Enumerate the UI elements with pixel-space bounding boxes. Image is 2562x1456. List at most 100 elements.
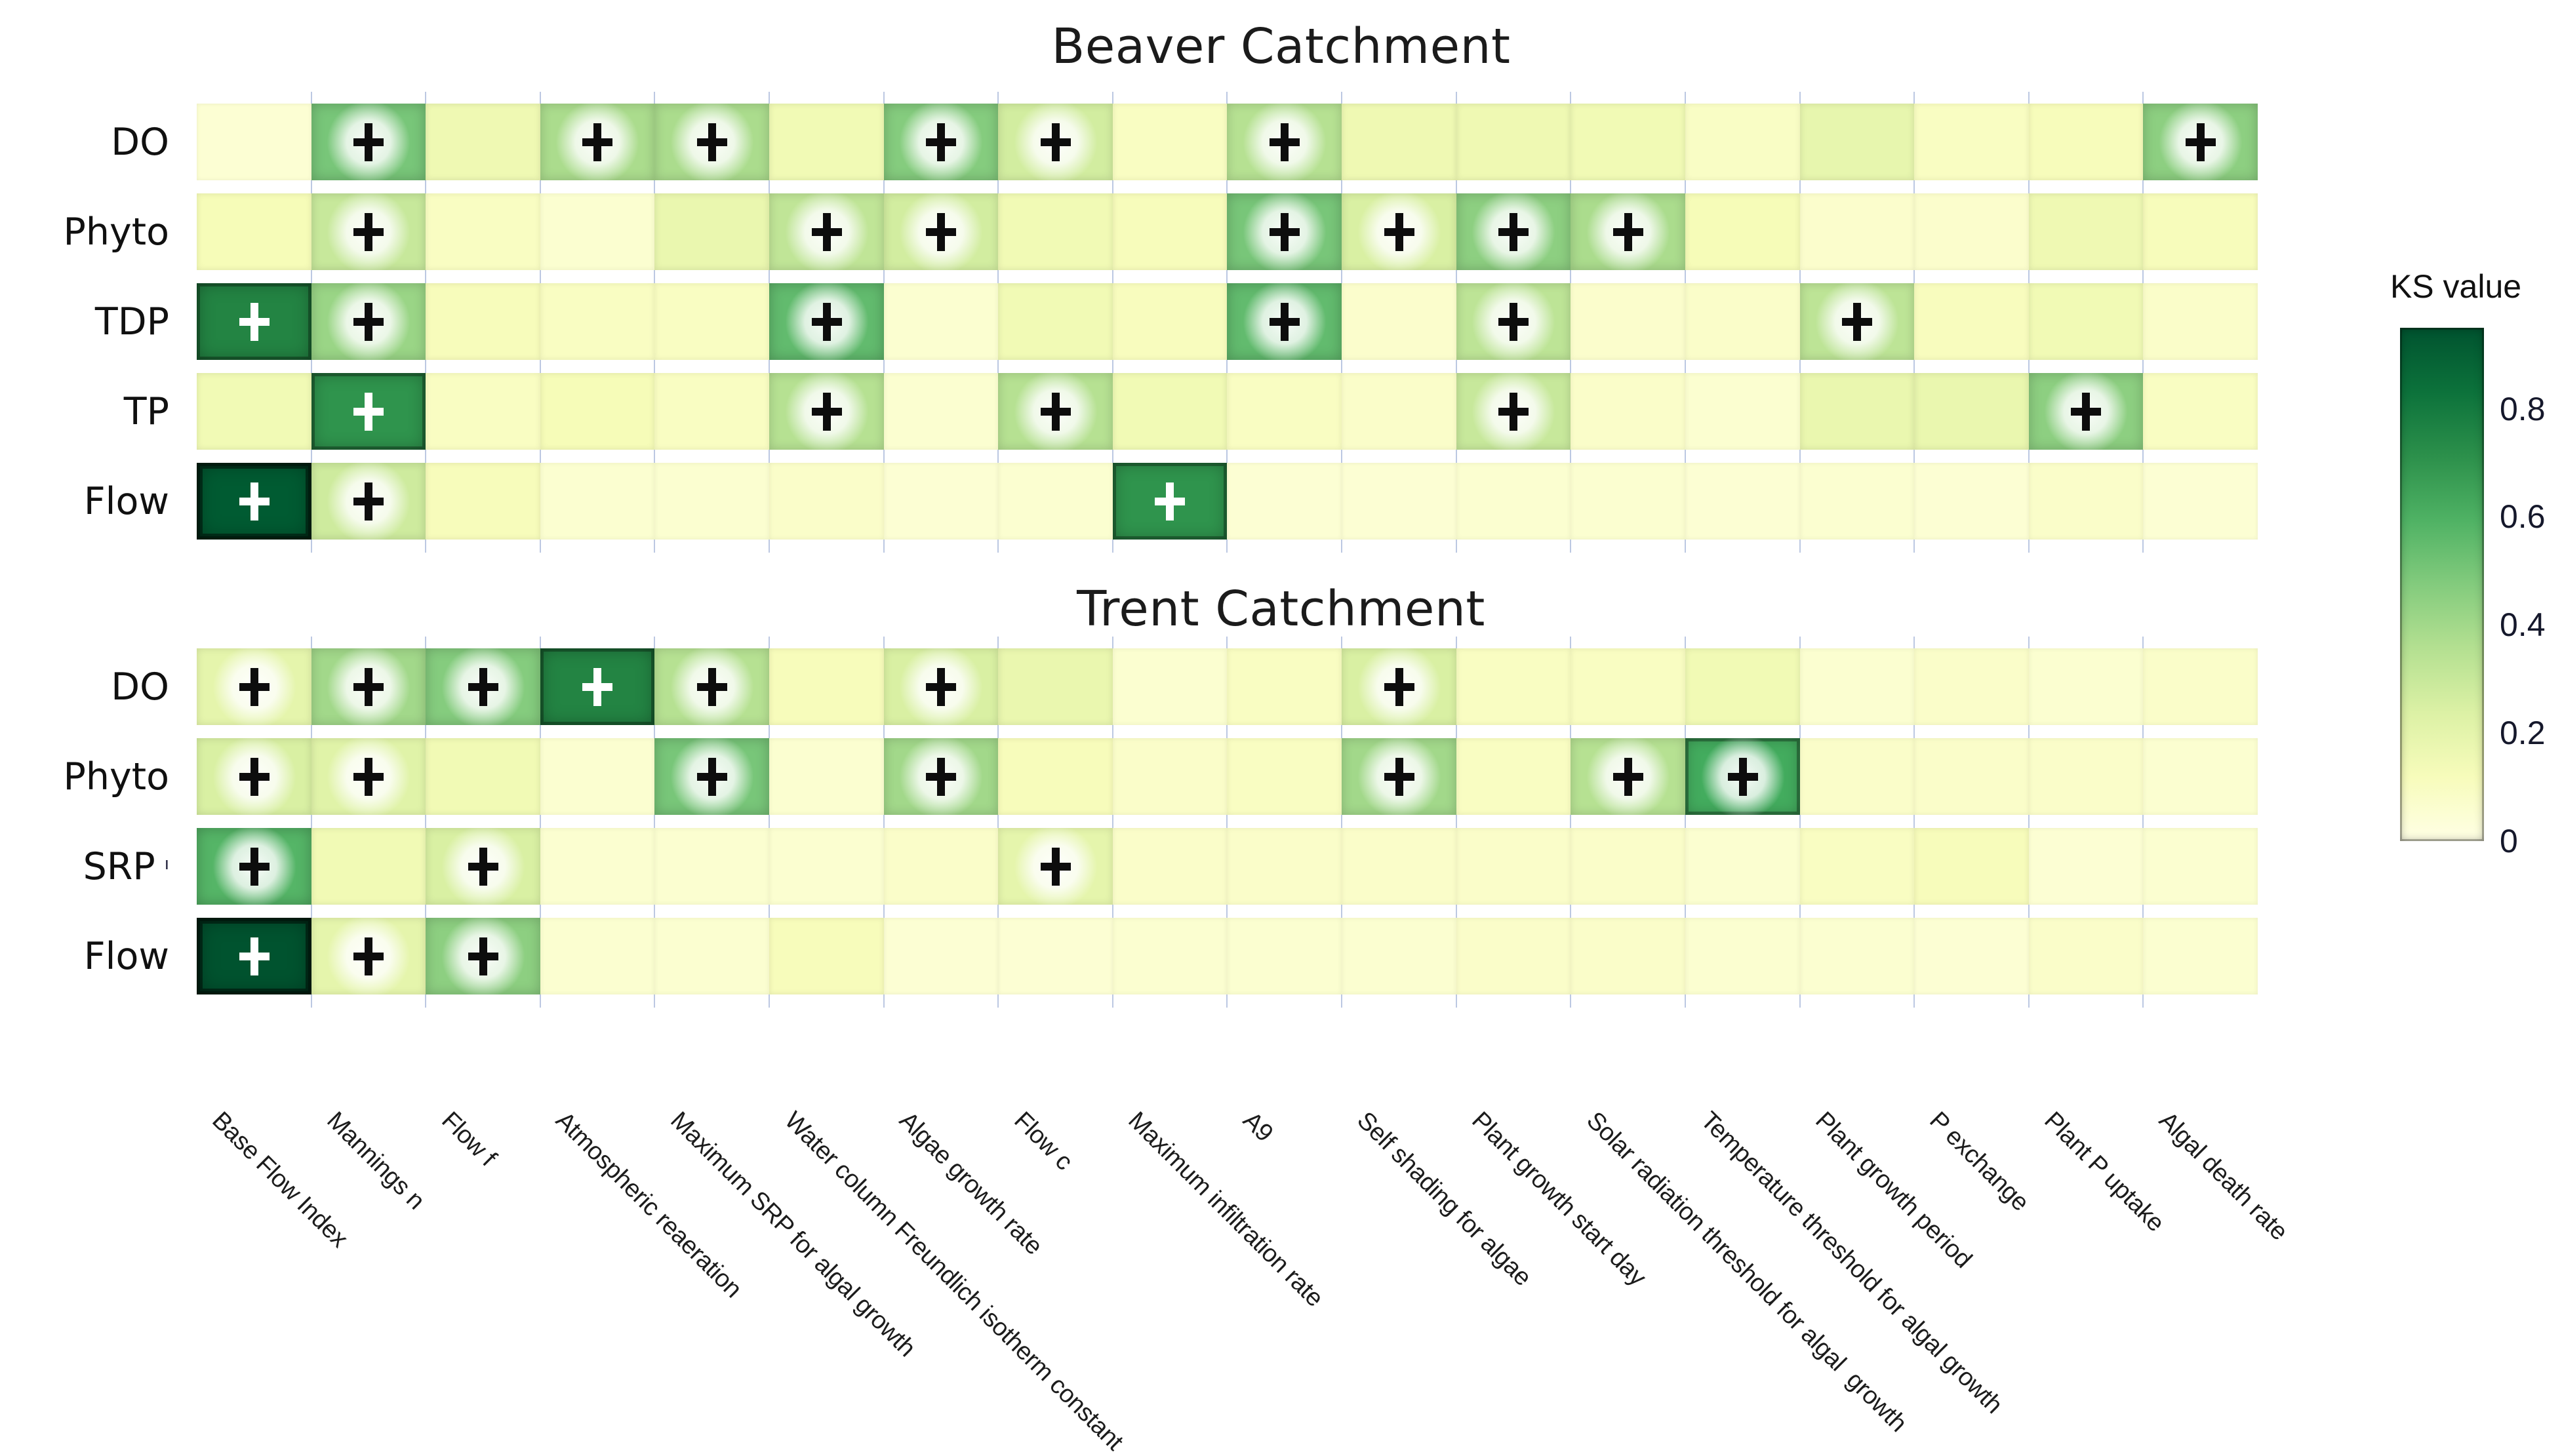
column-tick-mark [311, 637, 312, 648]
column-tick-mark [997, 994, 999, 1008]
heatmap-cell [540, 918, 654, 994]
heatmap-cell [998, 283, 1113, 360]
column-tick-mark [1685, 180, 1686, 193]
colorbar-tick-label: 0.8 [2500, 391, 2546, 427]
row-label-text: TP [123, 389, 169, 433]
column-tick-mark [1341, 92, 1342, 104]
plus-marker-bar [582, 682, 612, 691]
column-tick-mark [540, 637, 541, 648]
column-tick-mark [540, 540, 541, 553]
column-tick-mark [425, 540, 426, 553]
column-tick-mark [1112, 725, 1113, 738]
column-tick-mark [1570, 180, 1571, 193]
heatmap-cell [1342, 828, 1456, 905]
column-tick-mark [2142, 540, 2144, 553]
heatmap-cell [1914, 463, 2029, 540]
column-tick-mark [1341, 637, 1342, 648]
panel-title-trent: Trent Catchment [1077, 581, 1485, 637]
column-tick-mark [1913, 540, 1915, 553]
column-tick-mark [2028, 905, 2030, 918]
heatmap-cell [1685, 373, 1800, 450]
column-tick-mark [540, 725, 541, 738]
heatmap-cell [769, 648, 884, 725]
column-tick-mark [997, 270, 999, 283]
column-tick-mark [2028, 540, 2030, 553]
heatmap-cell [311, 98, 426, 186]
colorbar-tick-label: 0.6 [2500, 498, 2546, 535]
heatmap-cell [426, 738, 540, 815]
heatmap-cell [1571, 463, 1685, 540]
column-tick-mark [1226, 180, 1228, 193]
column-tick-mark [1799, 360, 1801, 373]
row-label-mark: ı [164, 854, 169, 874]
plus-marker-bar [1269, 227, 1300, 236]
column-tick-mark [2142, 905, 2144, 918]
column-tick-mark [1456, 540, 1457, 553]
column-tick-mark [1799, 270, 1801, 283]
column-tick-mark [1112, 994, 1113, 1008]
heatmap-cell [1571, 918, 1685, 994]
column-tick-mark [1570, 637, 1571, 648]
column-tick-mark [1685, 905, 1686, 918]
column-tick-mark [1112, 450, 1113, 463]
heatmap-cell [884, 283, 998, 360]
column-tick-mark [1341, 540, 1342, 553]
column-tick-mark [540, 905, 541, 918]
colorbar-tick-label: 0.2 [2500, 715, 2546, 751]
column-tick-mark [540, 180, 541, 193]
heatmap-cell [769, 278, 884, 365]
column-tick-mark [769, 450, 770, 463]
column-tick-mark [654, 540, 655, 553]
heatmap-cell [1571, 104, 1685, 180]
heatmap-cell [998, 98, 1113, 186]
column-tick-mark [1112, 92, 1113, 104]
heatmap-cell [1800, 463, 1914, 540]
column-tick-mark [1570, 905, 1571, 918]
heatmap-cell [884, 643, 998, 730]
heatmap-cell [197, 104, 311, 180]
column-tick-mark [540, 270, 541, 283]
column-tick-mark [997, 360, 999, 373]
column-tick-mark [1456, 815, 1457, 828]
heatmap-cell [1685, 104, 1800, 180]
heatmap-cell [1227, 373, 1342, 450]
row-label-tdp: TDP [0, 283, 169, 360]
heatmap-cell [884, 373, 998, 450]
heatmap-cell [1342, 463, 1456, 540]
plus-marker-bar [811, 227, 842, 236]
x-axis-label: Atmospheric reaeration [550, 1107, 748, 1303]
heatmap-cell [1227, 738, 1342, 815]
column-tick-mark [1685, 994, 1686, 1008]
heatmap-cell [769, 368, 884, 455]
column-tick-mark [1913, 270, 1915, 283]
column-tick-mark [2142, 450, 2144, 463]
row-label-tp: TP [0, 373, 169, 450]
heatmap-cell [1571, 648, 1685, 725]
heatmap-cell [884, 188, 998, 275]
column-tick-mark [2028, 815, 2030, 828]
heatmap-cell [426, 104, 540, 180]
plus-marker-bar [353, 497, 384, 505]
column-tick-mark [2142, 270, 2144, 283]
column-tick-mark [2142, 637, 2144, 648]
heatmap-cell [1800, 828, 1914, 905]
column-tick-mark [1685, 92, 1686, 104]
column-tick-mark [1570, 450, 1571, 463]
heatmap-cell [998, 368, 1113, 455]
plus-marker-bar [353, 407, 384, 416]
heatmap-cell [1571, 188, 1685, 275]
heatmap-cell [654, 463, 769, 540]
heatmap-cell [1456, 278, 1571, 365]
heatmap-cell [769, 918, 884, 994]
column-tick-mark [883, 725, 885, 738]
column-tick-mark [769, 180, 770, 193]
x-axis-label: Mannings n [321, 1107, 430, 1215]
heatmap-cell [1227, 278, 1342, 365]
heatmap-cell [2029, 828, 2143, 905]
column-tick-mark [769, 815, 770, 828]
column-tick-mark [1799, 92, 1801, 104]
plus-marker-bar [353, 317, 384, 326]
column-tick-mark [1226, 815, 1228, 828]
column-tick-mark [997, 540, 999, 553]
